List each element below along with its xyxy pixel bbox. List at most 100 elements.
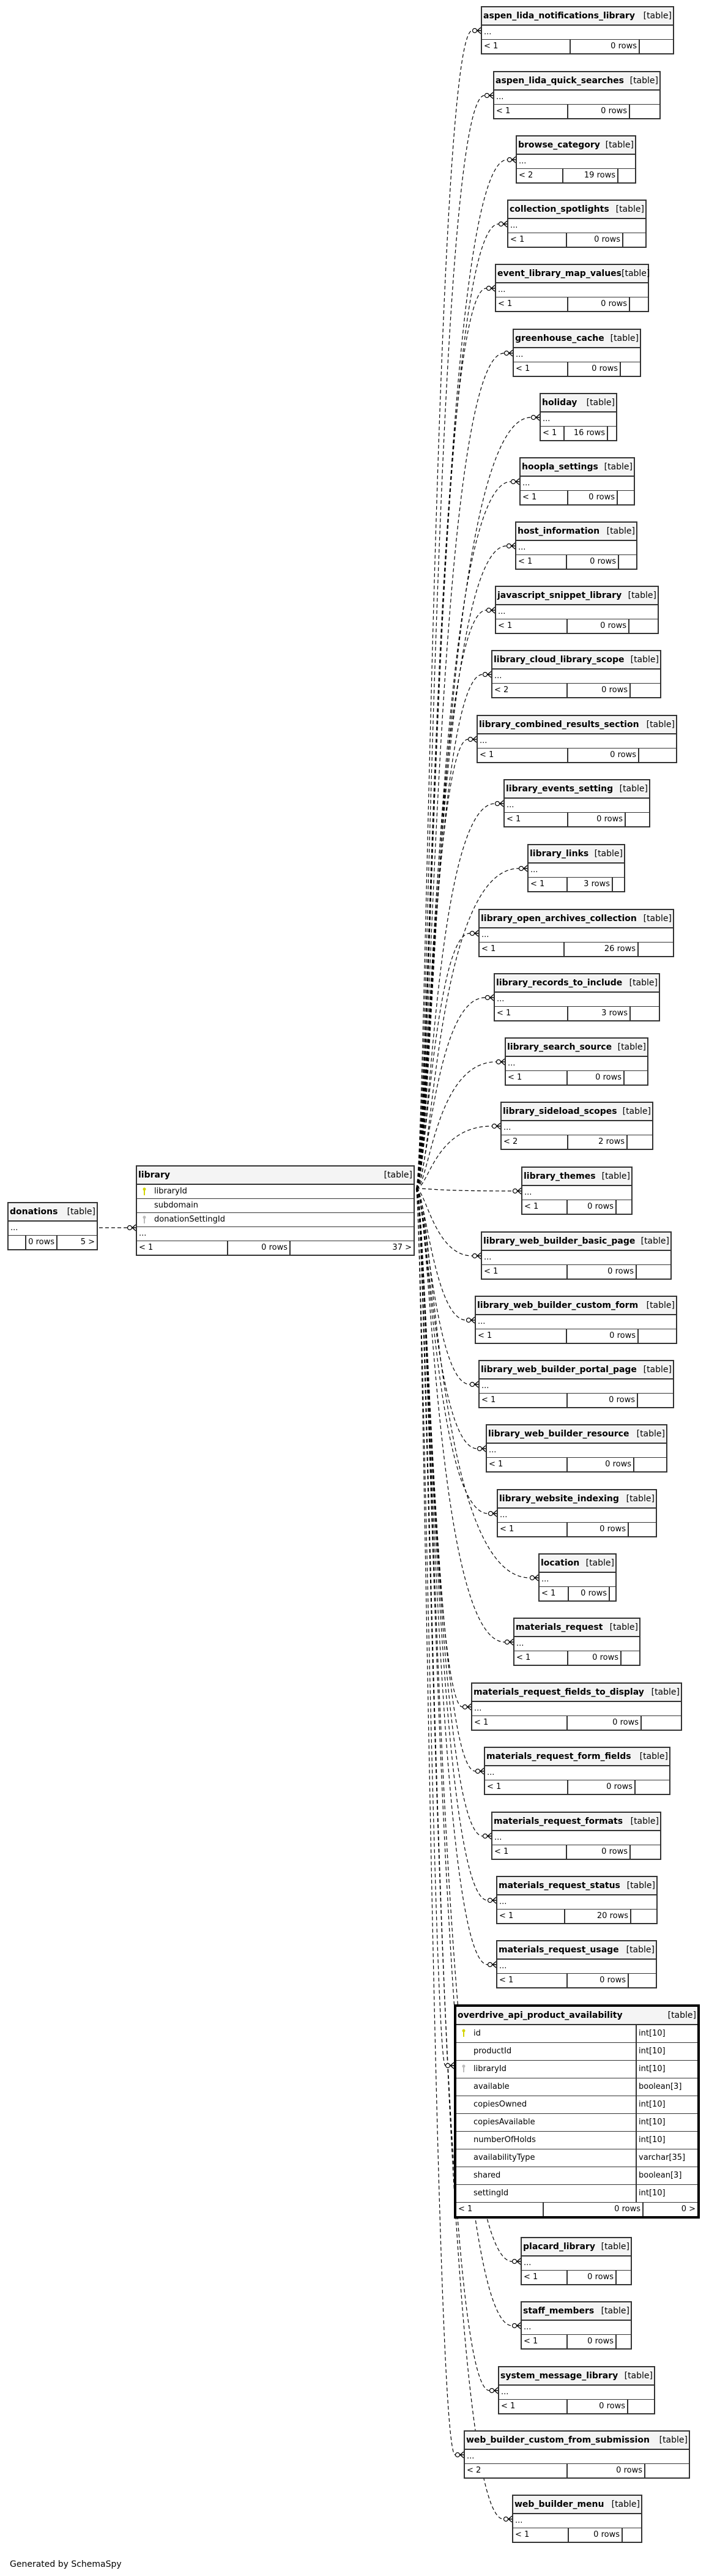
column-type: boolean[3]: [636, 2078, 697, 2096]
table-type: [table]: [617, 1042, 646, 1052]
primary-key-icon: [143, 1187, 146, 1195]
table-library-combined-results-section[interactable]: library_combined_results_section[table].…: [477, 715, 677, 763]
many-cardinality-icon: [523, 865, 528, 872]
column-type: varchar[35]: [636, 2149, 697, 2167]
table-header: system_message_library[table]: [499, 2367, 654, 2386]
child-count: [634, 1458, 666, 1471]
table-type: [table]: [651, 1687, 680, 1697]
table-library-web-builder-custom-form[interactable]: library_web_builder_custom_form[table]..…: [475, 1296, 677, 1344]
table-header: library_records_to_include[table]: [495, 974, 659, 993]
column-row: donationSettingId: [137, 1213, 414, 1227]
table-donations[interactable]: donations [table] ... 0 rows 5 >: [7, 1202, 98, 1250]
zero-cardinality-icon: [507, 157, 513, 163]
child-count: [639, 1329, 676, 1343]
many-cardinality-icon: [494, 2387, 499, 2394]
table-name: hoopla_settings: [522, 462, 598, 472]
table-library[interactable]: library [table] libraryId subdomain dona…: [136, 1165, 415, 1256]
column-name: copiesOwned: [473, 2100, 527, 2109]
parent-count: < 1: [496, 297, 568, 311]
more-columns: ...: [516, 350, 524, 359]
row-count: 0 rows: [569, 1587, 610, 1600]
parent-count: < 1: [496, 619, 568, 633]
parent-count: < 1: [480, 943, 565, 956]
table-materials-request-form-fields[interactable]: materials_request_form_fields[table]...<…: [484, 1747, 670, 1795]
child-count: [640, 40, 673, 53]
table-name: staff_members: [523, 2306, 595, 2316]
child-count: [619, 555, 636, 569]
table-materials-request-fields-to-display[interactable]: materials_request_fields_to_display [tabl…: [471, 1682, 682, 1731]
table-library-open-archives-collection[interactable]: library_open_archives_collection[table].…: [478, 909, 674, 957]
more-columns-row: ...: [502, 1121, 652, 1135]
more-columns-row: ...: [494, 91, 659, 105]
more-columns: ...: [480, 736, 488, 745]
table-type: [table]: [628, 591, 656, 600]
child-count: [618, 169, 635, 182]
child-count: [645, 2464, 689, 2477]
table-web-builder-custom-from-submission[interactable]: web_builder_custom_from_submission[table…: [464, 2430, 690, 2479]
many-cardinality-icon: [516, 2322, 521, 2329]
table-type: [table]: [586, 398, 615, 408]
parent-count: < 1: [529, 878, 568, 891]
more-columns-row: ...: [514, 1637, 639, 1651]
column-name: id: [473, 2029, 481, 2038]
edge-library-to-library-open-archives-collection: [415, 933, 470, 1189]
row-count: 20 rows: [565, 1910, 631, 1923]
edge-library-to-host-information: [415, 545, 507, 1189]
column-name: shared: [473, 2171, 501, 2180]
table-aspen-lida-notifications-library[interactable]: aspen_lida_notifications_library[table].…: [481, 6, 674, 54]
row-count: 0 rows: [568, 1651, 622, 1665]
more-columns: ...: [501, 2387, 509, 2397]
many-cardinality-icon: [474, 930, 479, 937]
edge-library-to-materials-request-formats: [415, 1188, 483, 1837]
table-name: materials_request_fields_to_display: [473, 1687, 644, 1697]
child-count: [642, 1716, 681, 1730]
table-library-web-builder-portal-page[interactable]: library_web_builder_portal_page[table]..…: [478, 1360, 674, 1408]
many-cardinality-icon: [470, 1316, 475, 1324]
more-columns-row: ...: [506, 1057, 647, 1071]
edge-library-to-library-themes: [415, 1188, 513, 1192]
row-count: 0 rows: [568, 619, 629, 633]
table-overdrive-api-product-availability[interactable]: overdrive_api_product_availability [tabl…: [454, 2004, 700, 2219]
row-count: 0 rows: [568, 1523, 629, 1536]
table-library-cloud-library-scope[interactable]: library_cloud_library_scope[table]...< 2…: [491, 650, 661, 698]
table-name: materials_request_form_fields: [486, 1752, 631, 1761]
table-library-web-builder-basic-page[interactable]: library_web_builder_basic_page[table]...…: [481, 1231, 672, 1280]
parent-count: < 1: [513, 2528, 569, 2542]
table-library-web-builder-resource[interactable]: library_web_builder_resource[table]...< …: [486, 1424, 667, 1473]
more-columns-row: ...: [496, 283, 648, 297]
table-header: library_web_builder_portal_page[table]: [480, 1361, 673, 1379]
column-row: libraryId: [137, 1185, 414, 1199]
more-columns: ...: [484, 1253, 492, 1262]
table-type: [table]: [601, 2306, 629, 2316]
column-name: available: [473, 2082, 510, 2091]
